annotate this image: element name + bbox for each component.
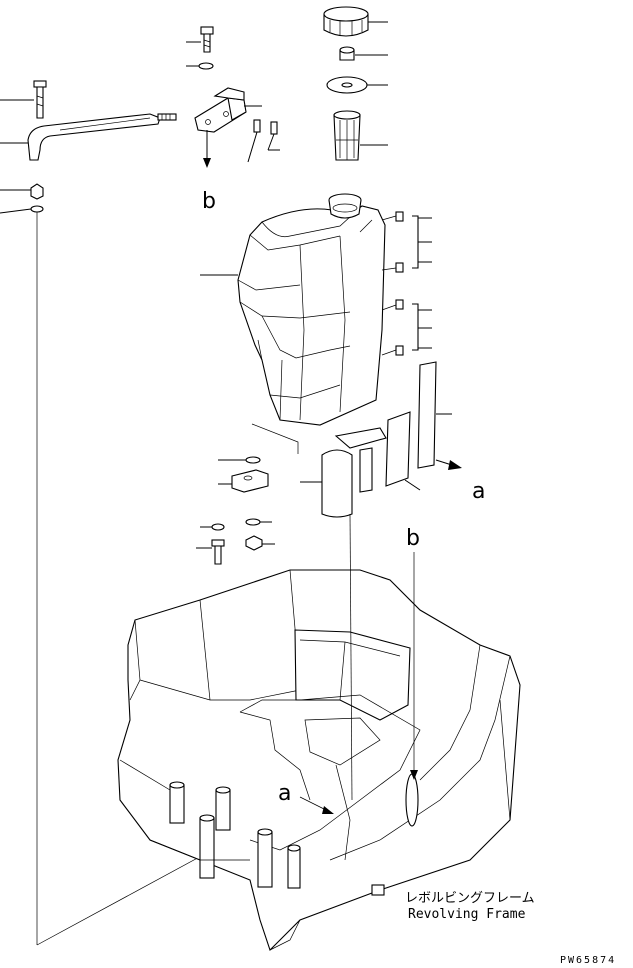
clips bbox=[247, 119, 280, 163]
bracket-bolt bbox=[186, 26, 214, 53]
strainer bbox=[333, 110, 388, 161]
tank-pads bbox=[251, 361, 462, 518]
caption-japanese: レボルビングフレーム bbox=[405, 891, 535, 906]
cap-plug bbox=[339, 46, 388, 61]
hose-clamps-upper bbox=[381, 211, 432, 273]
hose-clamps-lower bbox=[381, 299, 432, 356]
tank-bracket bbox=[194, 87, 262, 168]
guide-line-a bbox=[349, 513, 353, 801]
strap-bolt bbox=[0, 80, 47, 119]
cap-gasket bbox=[326, 76, 388, 94]
hold-down-strap bbox=[0, 113, 177, 161]
caption-english: Revolving Frame bbox=[408, 907, 526, 922]
view-label-b-lower: b bbox=[406, 526, 420, 551]
drawing-number: PW65874 bbox=[560, 955, 616, 966]
view-label-b-upper: b bbox=[202, 189, 216, 214]
fuel-tank bbox=[200, 193, 386, 426]
strap-nut bbox=[0, 183, 44, 200]
bracket-washer bbox=[186, 62, 214, 70]
view-label-a-upper: a bbox=[472, 479, 485, 504]
view-label-a-lower: a bbox=[278, 781, 291, 806]
mount-hardware bbox=[196, 456, 275, 565]
revolving-frame bbox=[117, 569, 521, 952]
tank-cap bbox=[323, 6, 388, 37]
